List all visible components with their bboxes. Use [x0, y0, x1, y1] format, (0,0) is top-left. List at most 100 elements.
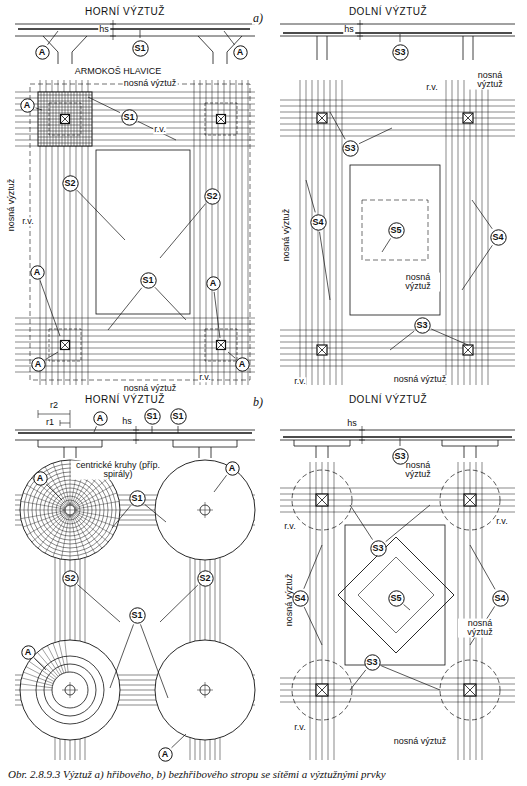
- bar-strip: [316, 462, 317, 760]
- callout-ring: [370, 540, 385, 555]
- leader-line: [350, 670, 366, 690]
- callout-number: S1: [144, 408, 161, 425]
- radial-bar: [27, 485, 65, 507]
- radial-bar: [76, 511, 119, 519]
- cage-mesh: [38, 143, 92, 144]
- axis-line: [205, 502, 206, 518]
- drop-panel: [173, 440, 237, 447]
- leader-line: [172, 734, 186, 748]
- callout-ring: [129, 607, 144, 622]
- callout-ring: [158, 747, 171, 760]
- top-rebar: [18, 28, 250, 30]
- head-outline: [440, 660, 500, 720]
- bar-strip: [280, 488, 515, 489]
- bar-strip: [280, 124, 515, 125]
- bar-strip: [452, 80, 453, 385]
- leader-line: [160, 585, 198, 622]
- axis-line: [70, 682, 71, 698]
- bar-strip: [318, 80, 319, 385]
- slab-edge: [15, 440, 255, 441]
- callout-number: A: [233, 45, 248, 60]
- callout-ring: [140, 272, 155, 287]
- callout-number: S1: [129, 490, 146, 507]
- slab-edge: [15, 430, 255, 431]
- leader-line: [145, 504, 166, 522]
- callout-circle: S3: [342, 140, 359, 157]
- callout-ring: [233, 45, 246, 58]
- leader-line: [112, 506, 131, 528]
- callout-circle: S2: [62, 175, 79, 192]
- callout-circle: S3: [414, 317, 431, 334]
- callout-circle: A: [30, 265, 45, 280]
- callout-ring: [490, 229, 505, 244]
- slab-edge: [15, 36, 255, 37]
- callout-number: S2: [62, 570, 79, 587]
- callout-circle: S1: [121, 109, 138, 126]
- bar-strip: [322, 462, 323, 760]
- radial-bar: [53, 643, 64, 673]
- bar-strip: [218, 80, 219, 385]
- callout-number: S4: [492, 590, 509, 607]
- radial-bar: [32, 514, 66, 542]
- bar-strip: [328, 462, 329, 760]
- dimension-line: [360, 20, 361, 40]
- column: [217, 115, 226, 124]
- bar-strip: [280, 366, 515, 367]
- radial-bar: [76, 510, 120, 511]
- radial-bar: [72, 516, 87, 557]
- callout-number: S5: [388, 222, 405, 239]
- column-cross: [463, 345, 473, 355]
- callout-number: A: [33, 471, 48, 486]
- slab-edge: [280, 440, 515, 441]
- head-outline: [205, 329, 237, 361]
- radial-bar: [73, 515, 95, 553]
- radial-bar: [20, 510, 64, 511]
- annotation-label: hs: [121, 417, 133, 426]
- bar-strip: [15, 324, 255, 325]
- annotation-label: r.v.: [495, 517, 508, 526]
- bar-strip: [336, 80, 337, 385]
- reinforcement-drawing: [15, 20, 515, 760]
- callout-ring: [292, 590, 307, 605]
- drop-panel: [294, 440, 350, 446]
- bar-strip: [242, 80, 243, 385]
- callout-ring: [129, 490, 144, 505]
- bar-strip: [470, 80, 471, 385]
- callout-circle: A: [33, 471, 48, 486]
- column-cross: [61, 341, 70, 350]
- radial-bar: [47, 645, 62, 674]
- radial-bar: [23, 672, 53, 683]
- callout-ring: [388, 590, 403, 605]
- dimension-tick: [38, 410, 39, 418]
- column-cross: [317, 113, 327, 123]
- callout-circle: S4: [492, 590, 509, 607]
- bar-strip: [470, 462, 471, 760]
- callout-ring: [204, 188, 219, 203]
- annotation-label: nosná výztuž: [393, 737, 448, 746]
- callout-number: S4: [490, 229, 507, 246]
- leader-line: [77, 190, 125, 240]
- cage-mesh: [38, 128, 92, 129]
- dimension-tick: [70, 410, 71, 428]
- callout-number: S1: [132, 40, 149, 57]
- leader-line: [381, 666, 440, 690]
- radial-bar: [71, 516, 79, 559]
- leader-line: [472, 200, 492, 229]
- column: [317, 36, 327, 60]
- callout-circle: A: [233, 45, 248, 60]
- radial-bar: [38, 515, 66, 549]
- leader-line: [36, 108, 42, 110]
- bar-strip: [280, 678, 515, 679]
- callout-number: S3: [370, 540, 387, 557]
- callout-ring: [364, 654, 379, 669]
- bar-strip: [482, 462, 483, 760]
- column: [463, 113, 473, 123]
- callout-number: A: [93, 411, 108, 426]
- annotation-label: nosná výztuž: [396, 273, 440, 292]
- mesh-boundary: [362, 200, 428, 260]
- column-cross: [217, 115, 226, 124]
- column: [317, 113, 327, 123]
- column-cross: [464, 494, 476, 506]
- bar-strip: [280, 118, 515, 119]
- callout-ring: [388, 222, 403, 237]
